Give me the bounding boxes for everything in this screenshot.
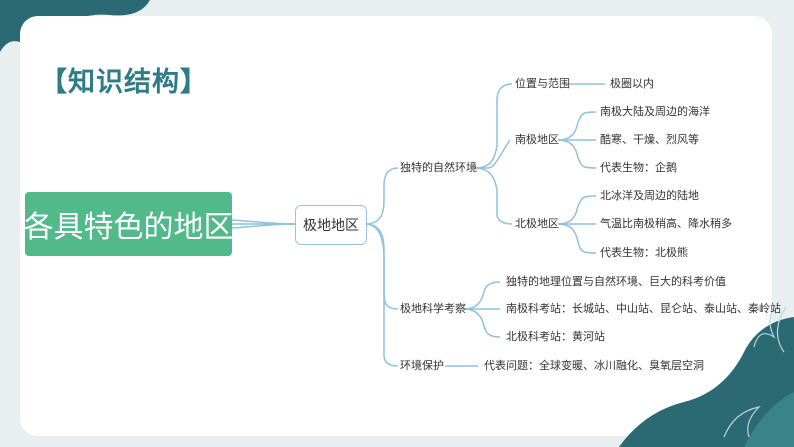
node-research-item: 南极科考站：长城站、中山站、昆仑站、泰山站、秦岭站: [506, 302, 781, 316]
node-arctic-item: 气温比南极稍高、降水稍多: [600, 217, 732, 231]
topic-polar-regions: 极地地区: [295, 205, 367, 245]
node-antarctic: 南极地区: [515, 133, 559, 147]
node-antarctic-item: 酷寒、干燥、烈风等: [600, 133, 699, 147]
node-polar-circle: 极圈以内: [610, 77, 654, 91]
branch-polar-research: 极地科学考察: [400, 302, 466, 316]
node-research-item: 北极科考站：黄河站: [506, 330, 605, 344]
root-topic: 各具特色的地区: [25, 192, 232, 256]
node-antarctic-item: 代表生物：企鹅: [600, 161, 677, 175]
branch-environmental-protection: 环境保护: [400, 359, 444, 373]
node-env-issues: 代表问题：全球变暖、冰川融化、臭氧层空洞: [484, 359, 704, 373]
node-antarctic-item: 南极大陆及周边的海洋: [600, 105, 710, 119]
branch-natural-environment: 独特的自然环境: [400, 161, 477, 175]
node-position-range: 位置与范围: [515, 77, 570, 91]
node-arctic-item: 北冰洋及周边的陆地: [600, 189, 699, 203]
node-arctic-item: 代表生物：北极熊: [600, 246, 688, 260]
node-research-item: 独特的地理位置与自然环境、巨大的科考价值: [506, 275, 726, 289]
node-arctic: 北极地区: [515, 217, 559, 231]
